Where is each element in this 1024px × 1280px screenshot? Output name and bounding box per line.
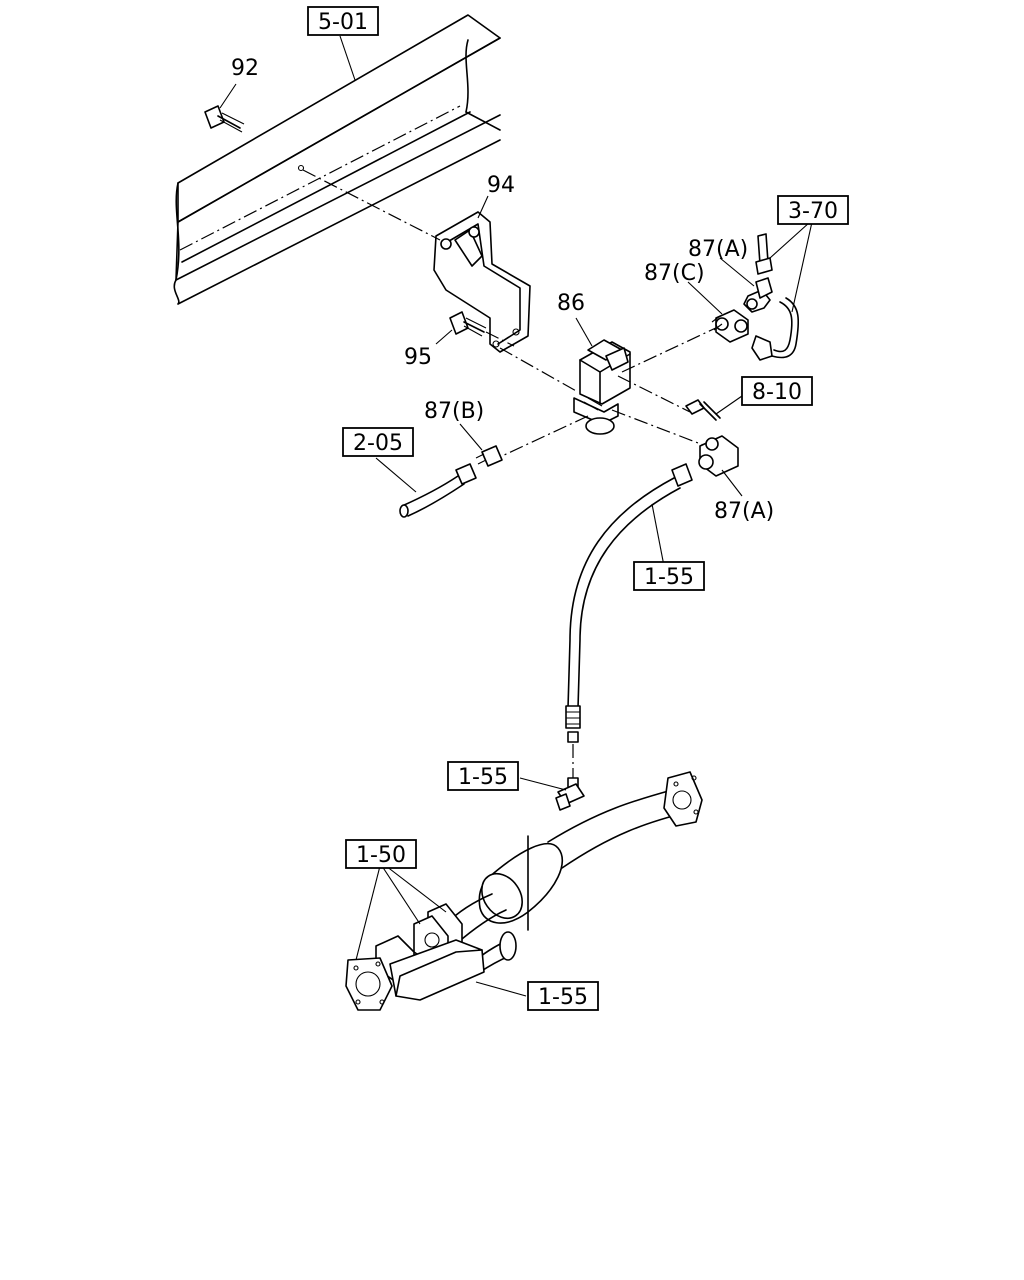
- leader-5-01: [339, 35, 356, 81]
- ref-box-8-10[interactable]: 8-10: [741, 376, 813, 406]
- dash-92-to-bracket: [302, 169, 441, 241]
- part-label-87c: 87(C): [644, 261, 705, 286]
- ref-box-1-55-fitting[interactable]: 1-55: [447, 761, 519, 791]
- svg-text:1-55: 1-55: [458, 765, 508, 790]
- sensor-86: [573, 317, 631, 435]
- ref-box-3-70[interactable]: 3-70: [777, 195, 849, 225]
- part-label-95: 95: [404, 345, 432, 370]
- connector-8-10: [685, 395, 743, 421]
- dash-86-to-87c: [621, 325, 721, 373]
- dash-86-to-8-10: [617, 375, 691, 413]
- ref-box-1-55-pipe[interactable]: 1-55: [527, 981, 599, 1011]
- dash-86-to-87a: [611, 409, 707, 447]
- dash-95: [485, 331, 515, 347]
- part-label-87a-top: 87(A): [688, 237, 748, 262]
- svg-text:5-01: 5-01: [318, 10, 368, 35]
- ref-box-2-05[interactable]: 2-05: [342, 427, 414, 457]
- part-label-87a-bottom: 87(A): [714, 499, 774, 524]
- part-label-94: 94: [487, 173, 515, 198]
- svg-text:1-55: 1-55: [644, 565, 694, 590]
- leader-1-50-b: [381, 865, 421, 925]
- dash-bracket-to-86: [499, 347, 579, 393]
- leader-1-50-a: [355, 865, 381, 961]
- fitting-87c: [687, 281, 749, 343]
- pipe-fitting-1-55: [519, 777, 585, 811]
- svg-text:8-10: 8-10: [752, 380, 802, 405]
- bracket-94: [433, 195, 531, 353]
- fitting-87a-top: [719, 257, 773, 313]
- bolt-92: [204, 83, 245, 133]
- frame-rail: [173, 14, 501, 305]
- pipe-3-70: [751, 221, 813, 361]
- ref-box-1-50[interactable]: 1-50: [345, 839, 417, 869]
- exhaust-pipe-assembly: [345, 771, 703, 1011]
- ref-box-5-01[interactable]: 5-01: [307, 6, 379, 36]
- leader-1-50-c: [385, 865, 447, 913]
- part-label-87b: 87(B): [424, 399, 484, 424]
- hose-1-55: [565, 463, 693, 743]
- svg-text:1-50: 1-50: [356, 843, 406, 868]
- leader-1-55-pipe: [475, 981, 527, 997]
- dash-86-to-87b: [501, 415, 589, 457]
- svg-text:2-05: 2-05: [353, 431, 403, 456]
- fitting-87a-bottom: [698, 435, 743, 497]
- bolt-95: [435, 311, 487, 345]
- hose-2-05: [375, 457, 477, 518]
- svg-text:1-55: 1-55: [538, 985, 588, 1010]
- ref-box-1-55-hose[interactable]: 1-55: [633, 561, 705, 591]
- svg-text:3-70: 3-70: [788, 199, 838, 224]
- part-label-92: 92: [231, 56, 259, 81]
- fitting-87b: [459, 423, 503, 467]
- part-label-86: 86: [557, 291, 585, 316]
